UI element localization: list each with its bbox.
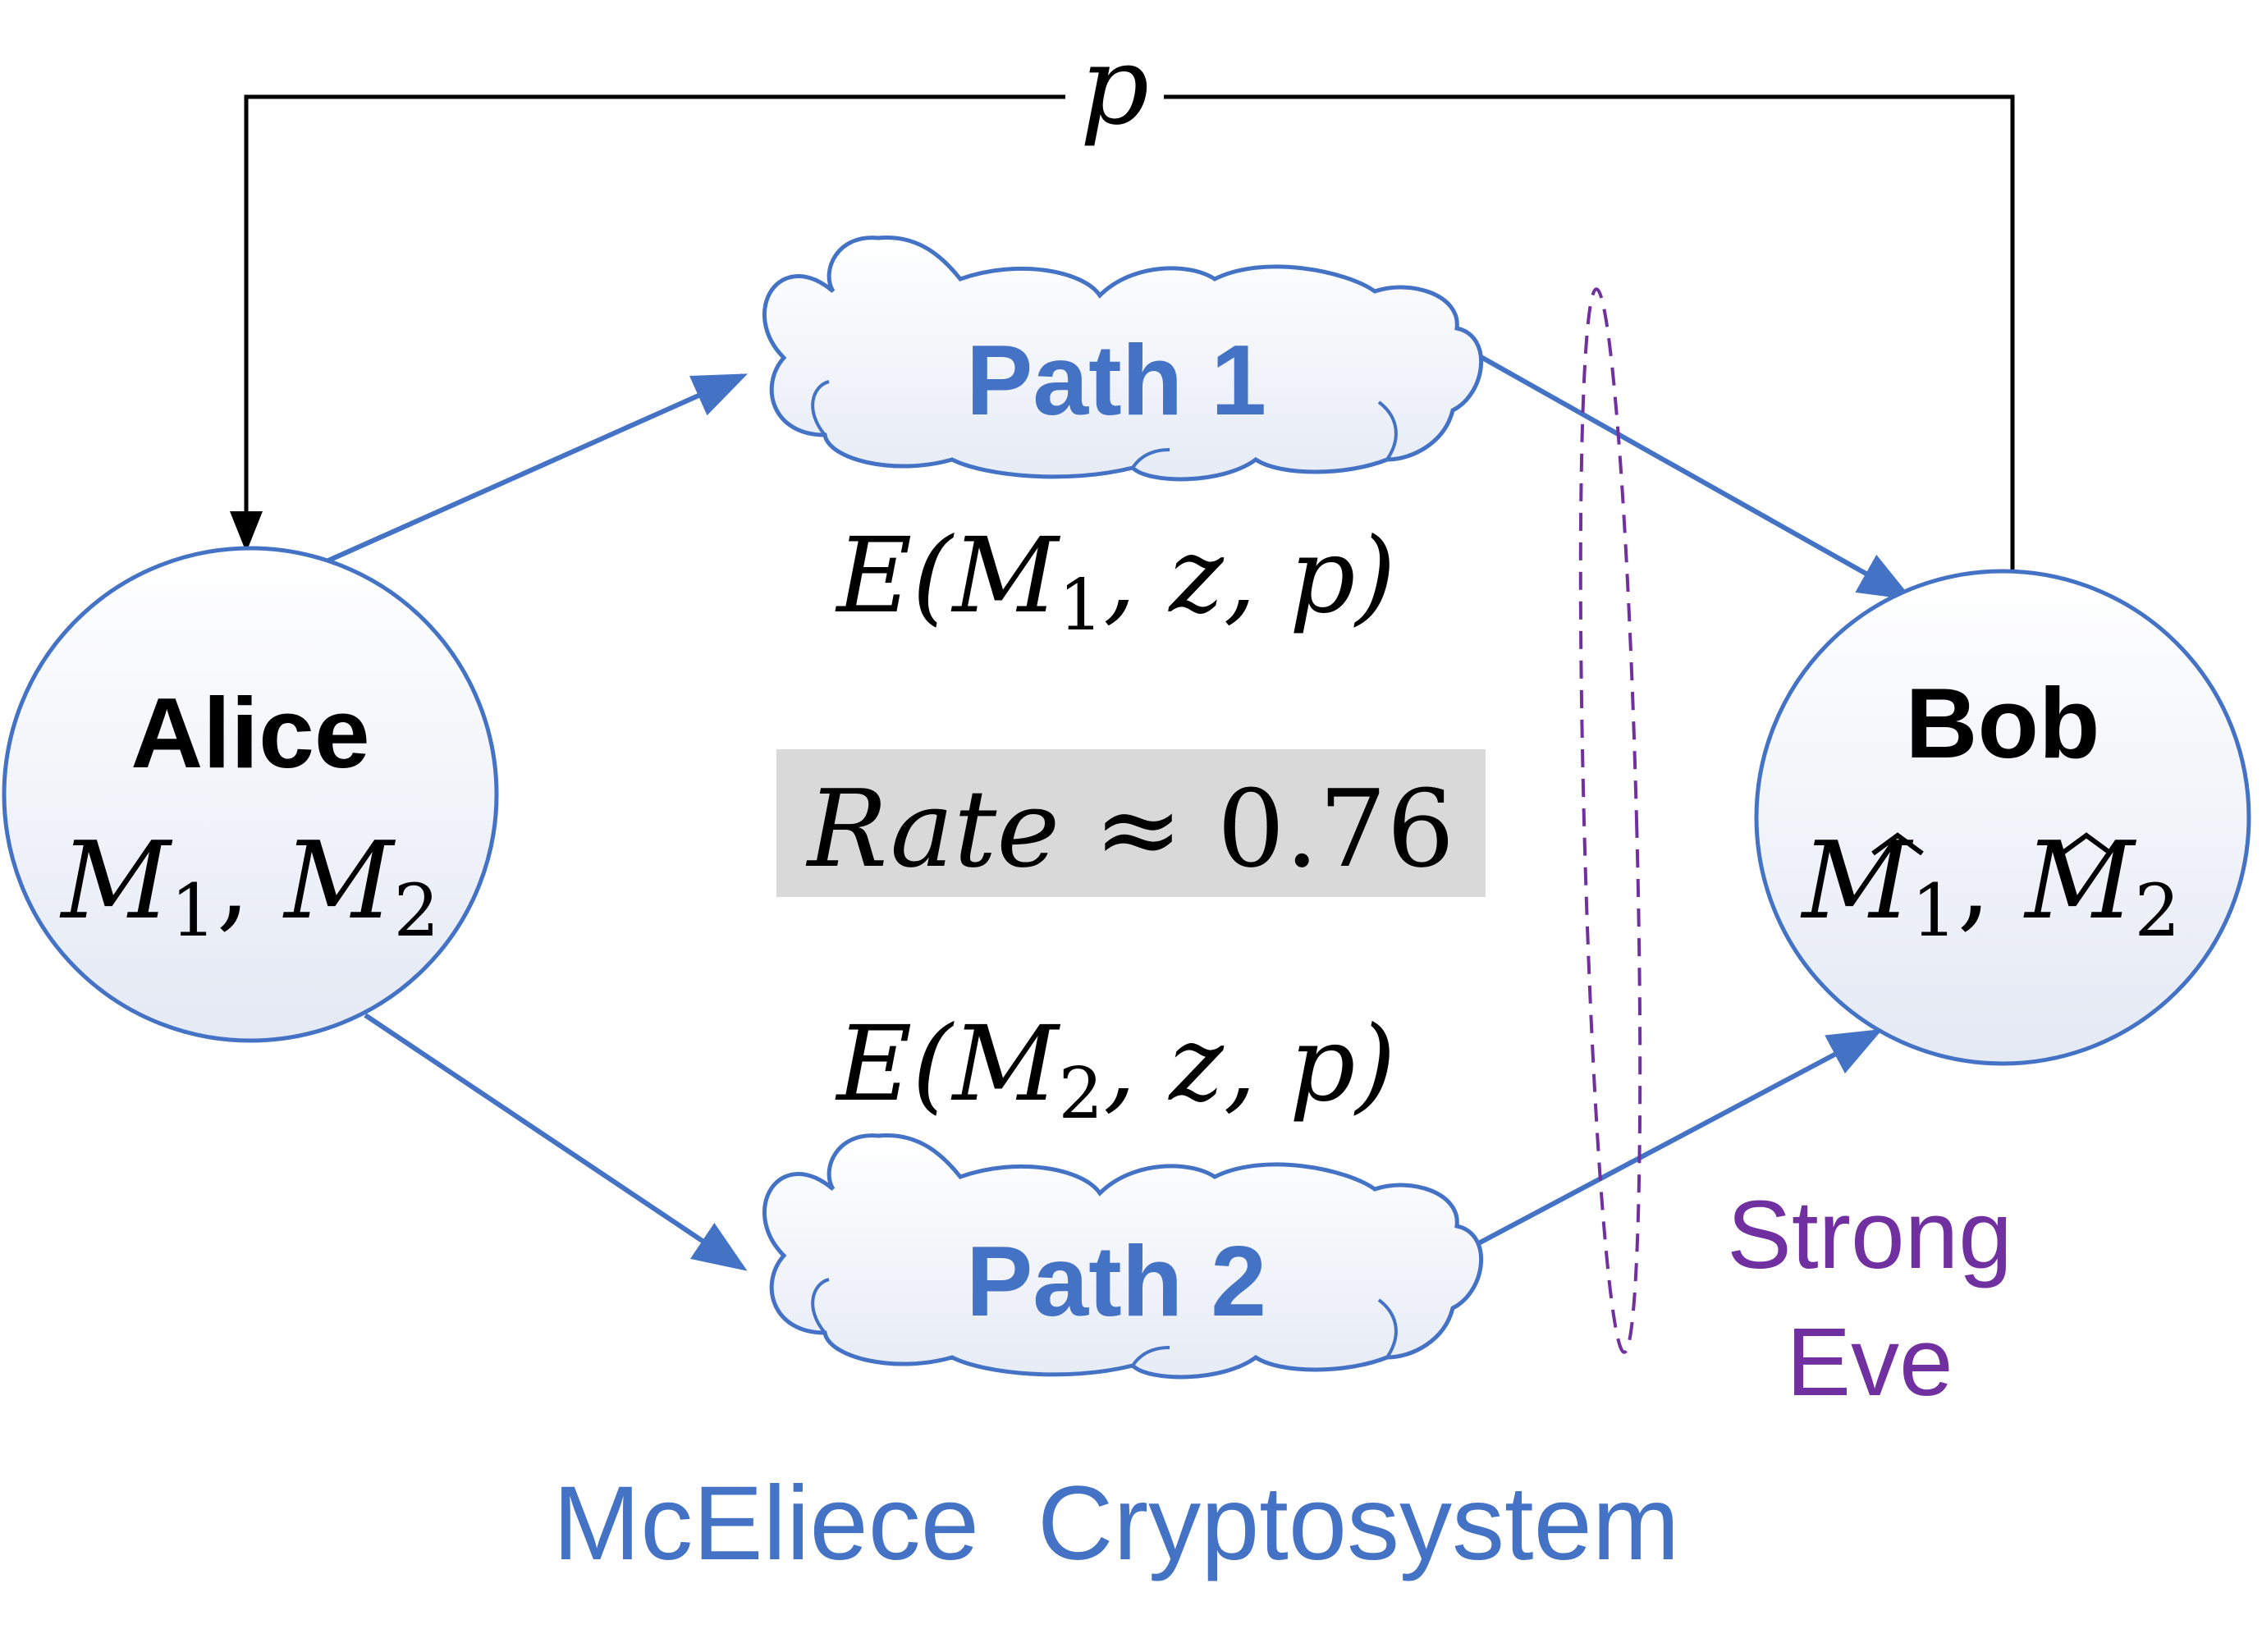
arrow-alice-to-path2 xyxy=(364,1013,748,1271)
rate-box xyxy=(776,749,1486,897)
encoding-path1-suffix: , z, p) xyxy=(1103,515,1395,636)
feedback-arrow-line xyxy=(230,94,1065,552)
encoding-path2-prefix: E(M xyxy=(835,1004,1060,1124)
alice-m1-sub: 1 xyxy=(171,868,217,953)
alice-sep: , xyxy=(217,818,285,943)
bob-m1: M xyxy=(1801,818,1914,943)
arrow-alice-to-path1 xyxy=(327,373,749,563)
encoding-path2: E(M2, z, p) xyxy=(835,1004,1395,1135)
path2-cloud xyxy=(762,1133,1484,1380)
path2-label: Path 2 xyxy=(966,1225,1266,1337)
encoding-path1: E(M1, z, p) xyxy=(835,515,1395,647)
rate-value: ≈ 0.76 xyxy=(1094,767,1455,891)
eve-label-line2: Eve xyxy=(1786,1308,1953,1416)
alice-m2: M xyxy=(282,818,396,943)
bob-sep: , xyxy=(1958,818,2026,943)
path1-label: Path 1 xyxy=(966,324,1266,436)
arrow-path1-to-bob xyxy=(1469,349,1913,601)
encoding-path2-suffix: , z, p) xyxy=(1103,1004,1395,1124)
bob-m2-hat-icon xyxy=(2060,832,2113,856)
feedback-line xyxy=(1164,94,2015,574)
alice-m1: M xyxy=(60,818,173,943)
rate-word: Rate xyxy=(806,767,1060,891)
bob-messages: M1, M2 xyxy=(1801,818,2181,953)
alice-messages: M1, M2 xyxy=(60,818,440,953)
alice-m2-sub: 2 xyxy=(393,868,439,953)
eve-wiretap-ellipse xyxy=(1578,287,1642,1354)
encoding-path1-sub: 1 xyxy=(1059,565,1104,647)
rate-label: Rate ≈ 0.76 xyxy=(806,767,1455,891)
arrow-path2-to-bob xyxy=(1469,1028,1883,1250)
alice-name: Alice xyxy=(130,677,370,789)
eve-label-line1: Strong xyxy=(1727,1181,2012,1289)
bob-m1-hat-icon xyxy=(1871,832,1924,856)
encoding-path1-prefix: E(M xyxy=(835,515,1060,636)
caption: McEliece Cryptosystem xyxy=(553,1465,1680,1582)
path1-cloud xyxy=(762,235,1484,482)
bob-m2-sub: 2 xyxy=(2134,868,2180,953)
bob-m2: M xyxy=(2023,818,2136,943)
bob-node xyxy=(1754,569,2251,1066)
bob-m1-sub: 1 xyxy=(1912,868,1958,953)
encoding-path2-sub: 2 xyxy=(1059,1053,1104,1135)
feedback-label: p xyxy=(1080,23,1150,149)
alice-node xyxy=(2,546,499,1043)
bob-name: Bob xyxy=(1905,667,2099,779)
